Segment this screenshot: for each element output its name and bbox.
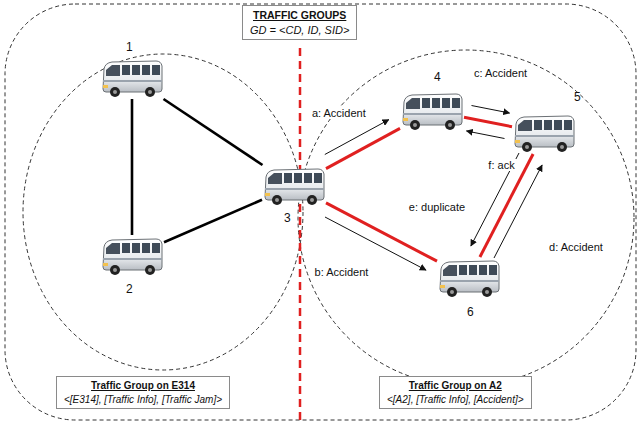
message-label: c: Accident <box>472 67 529 79</box>
outer-region <box>5 4 636 420</box>
group-link <box>164 99 263 165</box>
group-region <box>23 54 303 370</box>
bus-icon <box>103 61 162 97</box>
bus-icon <box>100 235 164 277</box>
box-text: <[E314], [Traffic Info], [Traffic Jam]> <box>64 394 222 405</box>
bus-icon <box>100 57 164 99</box>
message-label: f: ack <box>486 159 516 171</box>
message-arrow <box>325 120 389 155</box>
message-arrow <box>467 131 505 139</box>
vehicle-node: 1 <box>100 57 164 99</box>
bus-icon <box>103 239 162 275</box>
bus-icon <box>400 90 464 132</box>
box-heading: TRAFFIC GROUPS <box>250 9 349 21</box>
group-link <box>464 117 512 126</box>
group-region <box>298 50 634 386</box>
vehicle-node: 3 <box>262 165 326 207</box>
message-arrow <box>325 217 426 270</box>
vehicle-number: 3 <box>284 211 291 225</box>
message-label: d: Accident <box>547 241 605 253</box>
vehicle-node: 5 <box>512 112 576 154</box>
vehicle-node: 6 <box>437 257 501 299</box>
message-arrow <box>494 165 542 258</box>
message-label: a: Accident <box>310 107 368 119</box>
bus-icon <box>515 116 574 152</box>
vehicle-number: 4 <box>434 70 441 84</box>
vehicle-number: 2 <box>126 282 133 296</box>
bus-icon <box>265 169 324 205</box>
group-link <box>131 99 134 235</box>
bus-icon <box>437 257 501 299</box>
message-arrow <box>472 106 510 114</box>
bus-icon <box>512 112 576 154</box>
group-link <box>164 200 262 242</box>
vehicle-number: 5 <box>574 90 581 104</box>
message-label: e: duplicate <box>407 201 467 213</box>
vehicle-node: 4 <box>400 90 464 132</box>
message-arrow <box>471 153 519 246</box>
bus-icon <box>403 94 462 130</box>
group-divider <box>299 48 302 420</box>
box-text: <[A2], [Traffic Info], [Accident]> <box>387 394 524 405</box>
box-heading: Traffic Group on E314 <box>64 380 222 391</box>
group-link <box>480 154 533 257</box>
caption-box: Traffic Group on E314 <[E314], [Traffic I… <box>56 376 230 409</box>
caption-box: Traffic Group on A2 <[A2], [Traffic Info]… <box>379 376 532 409</box>
title-box: TRAFFIC GROUPS GD = <CD, ID, SID> <box>242 5 357 40</box>
message-label: b: Accident <box>313 266 371 278</box>
group-link <box>326 128 400 168</box>
box-heading: Traffic Group on A2 <box>387 380 524 391</box>
vehicle-number: 6 <box>467 305 474 319</box>
vehicle-node: 2 <box>100 235 164 277</box>
bus-icon <box>440 261 499 297</box>
bus-icon <box>262 165 326 207</box>
box-text: GD = <CD, ID, SID> <box>250 24 349 36</box>
vehicle-number: 1 <box>126 40 133 54</box>
